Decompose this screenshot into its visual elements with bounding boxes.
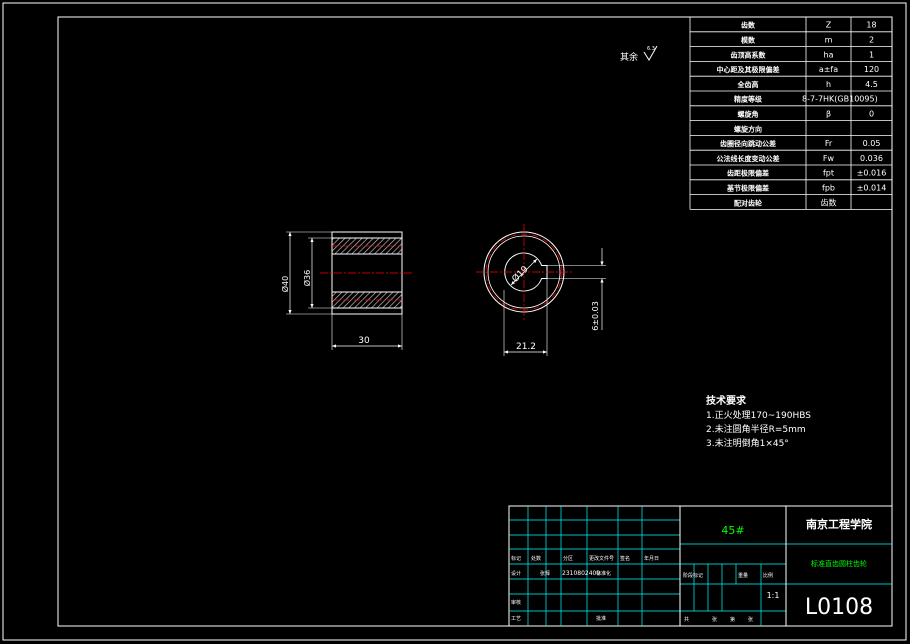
tech-req-item-1: 1.正火处理170~190HBS bbox=[706, 409, 811, 421]
param-symbol: Fw bbox=[823, 154, 835, 163]
sign-label-mark: 标记 bbox=[511, 555, 521, 562]
param-value: 0.05 bbox=[863, 139, 881, 148]
designer-name: 张辉 bbox=[540, 570, 550, 577]
param-symbol: Fr bbox=[825, 139, 833, 148]
param-label: 配对齿轮 bbox=[734, 198, 762, 207]
tech-req-title: 技术要求 bbox=[706, 394, 747, 407]
param-symbol: m bbox=[825, 35, 833, 44]
review-label: 审核 bbox=[511, 599, 521, 606]
designer-label: 设计 bbox=[511, 570, 521, 577]
dim-length-label: 30 bbox=[358, 336, 370, 346]
param-label: 模数 bbox=[741, 35, 756, 44]
tech-req-item-3: 3.未注明倒角1×45° bbox=[706, 437, 789, 449]
param-symbol: fpt bbox=[823, 169, 834, 178]
dim-bore-label: Ø19 bbox=[510, 264, 531, 285]
param-value: ±0.014 bbox=[857, 183, 887, 192]
param-value: 0 bbox=[869, 109, 874, 118]
inner-frame bbox=[57, 16, 893, 627]
dim-keyway-depth-label: 21.2 bbox=[516, 342, 536, 352]
param-symbol: β bbox=[826, 109, 831, 118]
front-view: Ø19 21.2 6±0.03 bbox=[476, 224, 606, 356]
param-label: 螺旋方向 bbox=[734, 124, 762, 133]
roughness-note: 其余 6.3 bbox=[620, 45, 658, 63]
param-symbol: Z bbox=[826, 21, 832, 30]
param-label: 全齿高 bbox=[737, 80, 759, 89]
param-label: 齿顶高系数 bbox=[731, 50, 767, 59]
sign-label-signature: 签名 bbox=[620, 555, 630, 562]
sign-label-change-doc: 更改文件号 bbox=[589, 555, 614, 562]
sign-label-count: 处数 bbox=[531, 555, 541, 562]
param-value: 4.5 bbox=[865, 80, 878, 89]
param-label: 螺旋角 bbox=[738, 109, 759, 118]
material-label: 45# bbox=[721, 524, 744, 537]
param-label: 精度等级 bbox=[734, 95, 763, 104]
stage-label: 阶段标记 bbox=[683, 572, 703, 579]
sheet-unit-label-1: 张 bbox=[712, 616, 717, 623]
param-label: 中心距及其极限偏差 bbox=[717, 65, 780, 74]
title-block: 45# 南京工程学院 标准直齿圆柱齿轮 L0108 1:1 标记 处数 分区 更… bbox=[508, 505, 893, 627]
drawing-number: L0108 bbox=[805, 595, 873, 620]
process-label: 工艺 bbox=[511, 616, 521, 622]
sign-label-date: 年月日 bbox=[644, 555, 659, 562]
param-value: 120 bbox=[864, 65, 879, 74]
param-value: 18 bbox=[866, 21, 876, 30]
dim-keyway-width-label: 6±0.03 bbox=[591, 301, 600, 331]
param-value: ±0.016 bbox=[857, 169, 887, 178]
param-value: 0.036 bbox=[860, 154, 883, 163]
dim-outer-label: Ø40 bbox=[280, 276, 290, 292]
sheet-unit-label-2: 张 bbox=[748, 616, 753, 623]
param-value: 2 bbox=[869, 35, 874, 44]
standardize-label: 标准化 bbox=[596, 570, 611, 577]
param-symbol: 8-7-7HK(GB10095) bbox=[802, 95, 878, 104]
tech-req-item-2: 2.未注圆角半径R=5mm bbox=[706, 423, 806, 435]
school-name: 南京工程学院 bbox=[806, 517, 872, 531]
sheet-total-label: 共 bbox=[684, 616, 689, 623]
param-symbol: h bbox=[826, 80, 831, 89]
drawing-name: 标准直齿圆柱齿轮 bbox=[811, 559, 867, 568]
approve-label: 批准 bbox=[596, 615, 606, 622]
param-label: 齿数 bbox=[741, 21, 756, 30]
param-label: 齿圈径向跳动公差 bbox=[720, 139, 776, 148]
side-section-view: Ø40 Ø36 30 bbox=[280, 231, 412, 350]
roughness-prefix: 其余 bbox=[620, 51, 638, 63]
param-value: 1 bbox=[869, 50, 874, 59]
param-symbol: a±fa bbox=[819, 65, 838, 74]
param-label: 齿距极限偏差 bbox=[727, 169, 769, 178]
roughness-symbol-icon bbox=[643, 45, 658, 61]
sign-label-zone: 分区 bbox=[563, 555, 573, 562]
param-symbol: fpb bbox=[822, 183, 835, 192]
gear-parameters-table: 齿数 Z 18 模数 m 2 齿顶高系数 ha 1 中心距及其极限偏差 a±fa 120 全齿高 h 4.5… bbox=[689, 16, 893, 210]
technical-requirements: 技术要求 1.正火处理170~190HBS 2.未注圆角半径R=5mm 3.未注… bbox=[706, 394, 811, 449]
roughness-value: 6.3 bbox=[647, 46, 655, 52]
scale-value: 1:1 bbox=[767, 591, 780, 600]
bore-with-keyway bbox=[504, 252, 548, 292]
param-symbol: 齿数 bbox=[821, 197, 837, 207]
weight-label: 重量 bbox=[738, 572, 748, 579]
dim-inner-label: Ø36 bbox=[302, 270, 312, 286]
student-id: 2310802409 bbox=[562, 570, 600, 577]
param-label: 公法线长度变动公差 bbox=[717, 154, 780, 163]
dim-line-bore bbox=[510, 258, 538, 286]
sheet-number-label: 第 bbox=[730, 616, 735, 623]
param-label: 基节极限偏差 bbox=[726, 183, 769, 192]
param-symbol: ha bbox=[824, 50, 834, 59]
scale-label: 比例 bbox=[763, 572, 773, 579]
